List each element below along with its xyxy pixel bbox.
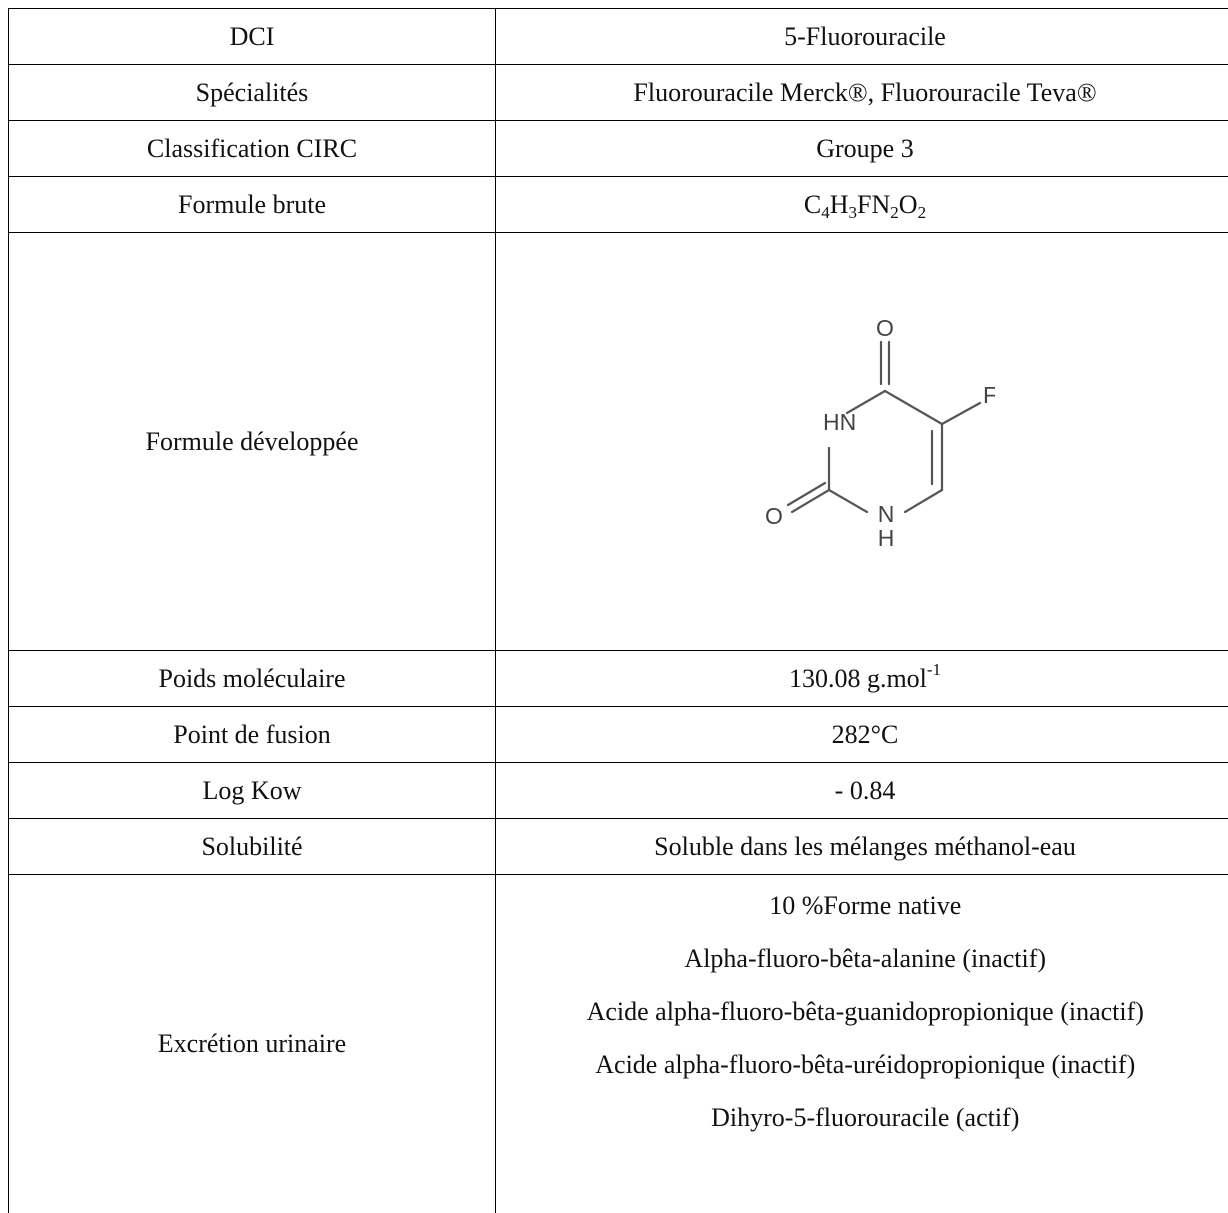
atom-o-top: O <box>876 315 894 341</box>
excretion-line: Alpha-fluoro-bêta-alanine (inactif) <box>496 932 1228 985</box>
formula-subscript: 2 <box>918 203 927 222</box>
label-fusion: Point de fusion <box>9 707 496 763</box>
formula-element: C <box>804 190 821 219</box>
value-circ: Groupe 3 <box>496 121 1228 177</box>
row-formule-brute: Formule brute C4H3FN2O2 <box>9 177 1228 233</box>
formula-element: FN <box>857 190 890 219</box>
value-logkow: - 0.84 <box>496 763 1228 819</box>
bond-n1-c2 <box>829 490 867 512</box>
formula-subscript: 2 <box>890 203 899 222</box>
atom-f: F <box>983 382 995 408</box>
row-dci: DCI 5-Fluorouracile <box>9 9 1228 65</box>
row-specialites: Spécialités Fluorouracile Merck®, Fluoro… <box>9 65 1228 121</box>
label-formule-developpee: Formule développée <box>9 233 496 651</box>
row-logkow: Log Kow - 0.84 <box>9 763 1228 819</box>
value-formule-brute: C4H3FN2O2 <box>496 177 1228 233</box>
properties-table: DCI 5-Fluorouracile Spécialités Fluorour… <box>8 8 1228 1213</box>
bond-c4-c5 <box>885 391 942 424</box>
poids-unit-exponent: -1 <box>927 660 941 679</box>
excretion-line: 10 %Forme native <box>496 879 1228 932</box>
label-excretion: Excrétion urinaire <box>9 875 496 1213</box>
value-excretion: 10 %Forme native Alpha-fluoro-bêta-alani… <box>496 875 1228 1213</box>
formula-subscript: 4 <box>821 203 830 222</box>
bond-c6-n1 <box>905 490 942 512</box>
excretion-line: Dihyro-5-fluorouracile (actif) <box>496 1091 1228 1144</box>
atom-o-left: O <box>765 503 783 529</box>
excretion-line: Acide alpha-fluoro-bêta-guanidopropioniq… <box>496 985 1228 1038</box>
bond-c2-o <box>792 490 829 512</box>
value-fusion: 282°C <box>496 707 1228 763</box>
formula-text: C4H3FN2O2 <box>804 190 926 219</box>
row-formule-developpee: Formule développée <box>9 233 1228 651</box>
row-circ: Classification CIRC Groupe 3 <box>9 121 1228 177</box>
bond-c5-f <box>942 403 980 424</box>
label-formule-brute: Formule brute <box>9 177 496 233</box>
formula-subscript: 3 <box>849 203 858 222</box>
value-dci: 5-Fluorouracile <box>496 9 1228 65</box>
atom-n: N <box>878 501 895 527</box>
formula-element: H <box>830 190 849 219</box>
label-dci: DCI <box>9 9 496 65</box>
value-poids: 130.08 g.mol-1 <box>496 651 1228 707</box>
value-solubilite: Soluble dans les mélanges méthanol-eau <box>496 819 1228 875</box>
row-solubilite: Solubilité Soluble dans les mélanges mét… <box>9 819 1228 875</box>
excretion-line: Acide alpha-fluoro-bêta-uréidopropioniqu… <box>496 1038 1228 1091</box>
label-poids: Poids moléculaire <box>9 651 496 707</box>
label-solubilite: Solubilité <box>9 819 496 875</box>
value-specialites: Fluorouracile Merck®, Fluorouracile Teva… <box>496 65 1228 121</box>
row-excretion: Excrétion urinaire 10 %Forme native Alph… <box>9 875 1228 1213</box>
formula-element: O <box>899 190 918 219</box>
label-logkow: Log Kow <box>9 763 496 819</box>
poids-value: 130.08 g.mol <box>789 664 927 693</box>
fluorouracil-structure: O F HN O N H <box>735 308 995 568</box>
row-fusion: Point de fusion 282°C <box>9 707 1228 763</box>
label-specialites: Spécialités <box>9 65 496 121</box>
row-poids: Poids moléculaire 130.08 g.mol-1 <box>9 651 1228 707</box>
bond-c2-o-double <box>788 483 825 505</box>
value-formule-developpee: O F HN O N H <box>496 233 1228 651</box>
atom-h: H <box>878 525 895 551</box>
atom-hn: HN <box>823 409 856 435</box>
label-circ: Classification CIRC <box>9 121 496 177</box>
